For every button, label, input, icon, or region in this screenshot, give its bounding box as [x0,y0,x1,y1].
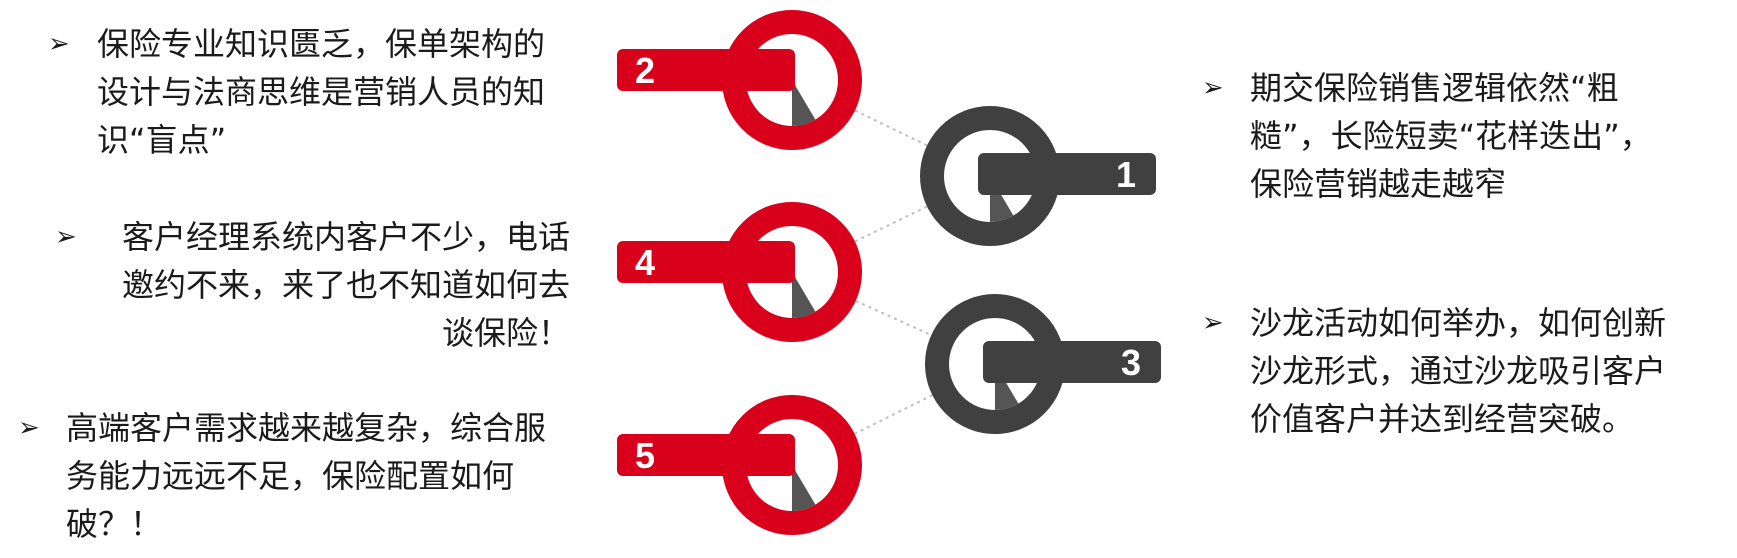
text-item-1: 期交保险销售逻辑依然“粗 糙”，长险短卖“花样迭出”， 保险营销越走越窄 [1250,64,1652,208]
wedge-shape [792,272,816,318]
node-number: 2 [635,50,655,91]
text-line: 设计与法商思维是营销人员的知 [97,73,546,111]
text-line: 客户经理系统内客户不少，电话 [121,218,570,256]
bullet-item-5: ➢ [18,413,40,443]
node-1: 1 [920,106,1156,246]
node-4: 4 [617,202,862,342]
text-line: 邀约不来，来了也不知道如何去 [121,266,570,304]
text-line: 沙龙形式，通过沙龙吸引客户 [1250,352,1667,390]
text-line: 价值客户并达到经营突破。 [1250,400,1635,438]
node-number: 3 [1121,342,1141,383]
bullet-item-4: ➢ [55,222,77,252]
text-line: 沙龙活动如何举办，如何创新 [1250,304,1667,342]
text-line: 谈保险！ [441,314,570,352]
text-item-4: 客户经理系统内客户不少，电话 邀约不来，来了也不知道如何去 谈保险！ [100,213,570,357]
connector-line [854,205,928,243]
text-item-2: 保险专业知识匮乏，保单架构的 设计与法商思维是营销人员的知 识“盲点” [97,20,545,164]
text-line: 期交保险销售逻辑依然“粗 [1250,69,1619,107]
number-tab [617,434,795,476]
connector-line [855,299,932,337]
text-line: 务能力远远不足，保险配置如何 [66,457,515,495]
text-line: 破？！ [66,505,163,543]
text-line: 保险专业知识匮乏，保单架构的 [97,25,546,63]
number-tab [983,341,1161,383]
bullet-item-3: ➢ [1202,308,1224,338]
wedge-shape [792,465,816,511]
bullet-item-1: ➢ [1202,73,1224,103]
node-2: 2 [617,10,862,150]
wedge-shape [792,80,816,126]
number-tab [978,153,1156,195]
text-line: 高端客户需求越来越复杂，综合服 [66,409,547,447]
number-tab [617,49,795,91]
text-line: 保险营销越走越窄 [1250,165,1507,203]
number-tab [617,241,795,283]
text-item-5: 高端客户需求越来越复杂，综合服 务能力远远不足，保险配置如何 破？！ [66,404,546,548]
connector-line [854,109,928,147]
text-line: 识“盲点” [97,121,227,159]
node-number: 1 [1116,154,1136,195]
text-line: 糙”，长险短卖“花样迭出”， [1250,117,1652,155]
node-number: 5 [635,435,655,476]
text-item-3: 沙龙活动如何举办，如何创新 沙龙形式，通过沙龙吸引客户 价值客户并达到经营突破。 [1250,299,1666,443]
node-3: 3 [925,294,1161,434]
connector-lines [854,109,933,435]
bullet-item-2: ➢ [48,29,70,59]
node-5: 5 [617,395,862,535]
connector-line [854,394,933,435]
node-number: 4 [635,242,655,283]
